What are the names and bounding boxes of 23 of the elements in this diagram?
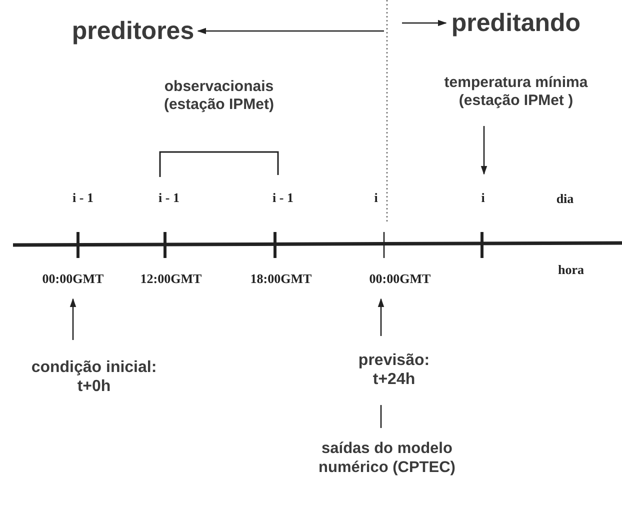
- day-label: dia: [556, 191, 574, 207]
- day-label: i - 1: [158, 190, 180, 206]
- arrow: [70, 298, 76, 340]
- day-label: i - 1: [272, 190, 294, 206]
- hour-label: 12:00GMT: [140, 271, 202, 287]
- day-label: i - 1: [72, 190, 94, 206]
- text-label: previsão: t+24h: [346, 336, 442, 406]
- arrow: [197, 28, 384, 34]
- text-label: observacionais (estação IPMet): [154, 78, 284, 114]
- text-label: preditores: [68, 16, 198, 46]
- hour-label: hora: [558, 262, 584, 278]
- hour-label: 18:00GMT: [250, 271, 312, 287]
- text-label: saídas do modelo numérico (CPTEC): [317, 428, 457, 478]
- text-label: temperatura mínima (estação IPMet ): [434, 74, 598, 126]
- text-label: 00:00GMT: [363, 271, 437, 299]
- arrow: [378, 298, 384, 336]
- day-label: i: [481, 190, 485, 206]
- day-label: i: [374, 190, 378, 206]
- arrow: [480, 126, 488, 175]
- text-label: condição inicial: t+0h: [19, 340, 169, 396]
- text-label: 00:00GMT: [36, 271, 110, 299]
- text-label: preditando: [446, 8, 586, 38]
- arrow: [402, 20, 447, 26]
